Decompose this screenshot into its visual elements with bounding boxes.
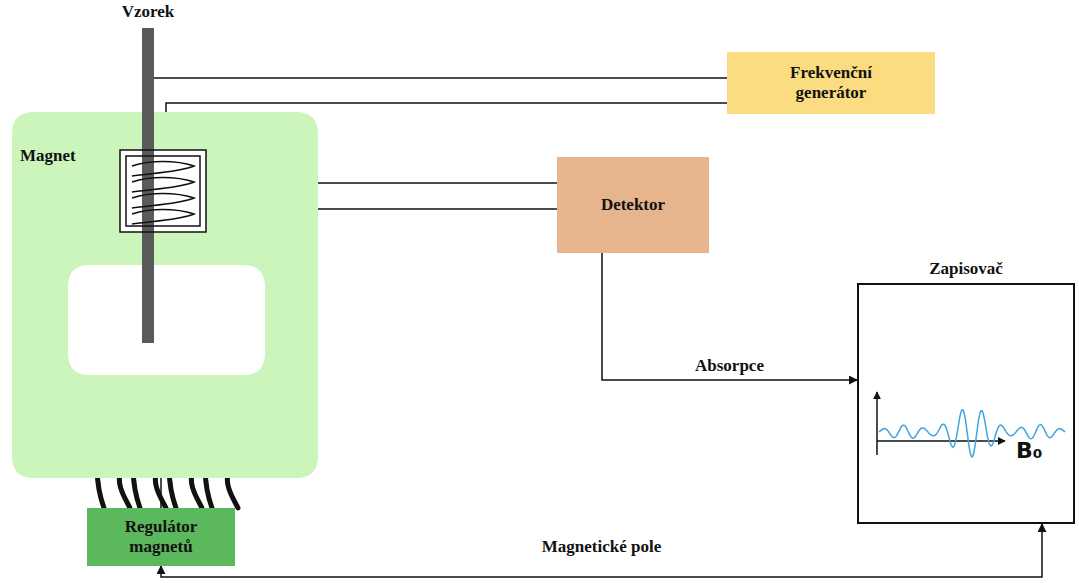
magnet-shape bbox=[12, 112, 318, 478]
connector bbox=[160, 478, 162, 508]
detector-box: Detektor bbox=[557, 157, 709, 253]
node-label: Frekvenční generátor bbox=[771, 63, 891, 104]
sample-tube: Vzorek bbox=[142, 28, 154, 343]
edge-label: Magnetické pole bbox=[539, 537, 664, 557]
node-label: Vzorek bbox=[122, 2, 175, 22]
connector bbox=[154, 77, 727, 79]
axis-line bbox=[877, 440, 1005, 442]
axis-label: B₀ bbox=[1013, 438, 1045, 463]
node-label: Detektor bbox=[601, 195, 665, 215]
node-label: Regulátor magnetů bbox=[101, 517, 221, 558]
recorder-box: Zapisovač bbox=[857, 283, 1075, 524]
magnet-outline bbox=[12, 112, 318, 478]
axis-line bbox=[876, 392, 878, 455]
node-label: Magnet bbox=[20, 146, 76, 166]
magnet-body: Magnet bbox=[12, 112, 318, 478]
node-label: Zapisovač bbox=[929, 259, 1003, 279]
connector bbox=[161, 524, 1042, 577]
generator-box: Frekvenční generátor bbox=[727, 52, 935, 114]
regulator-box: Regulátor magnetů bbox=[87, 508, 235, 566]
coil-window bbox=[120, 150, 206, 232]
edge-label: Absorpce bbox=[692, 356, 767, 376]
coil-frame bbox=[120, 150, 206, 232]
connector bbox=[602, 253, 857, 380]
